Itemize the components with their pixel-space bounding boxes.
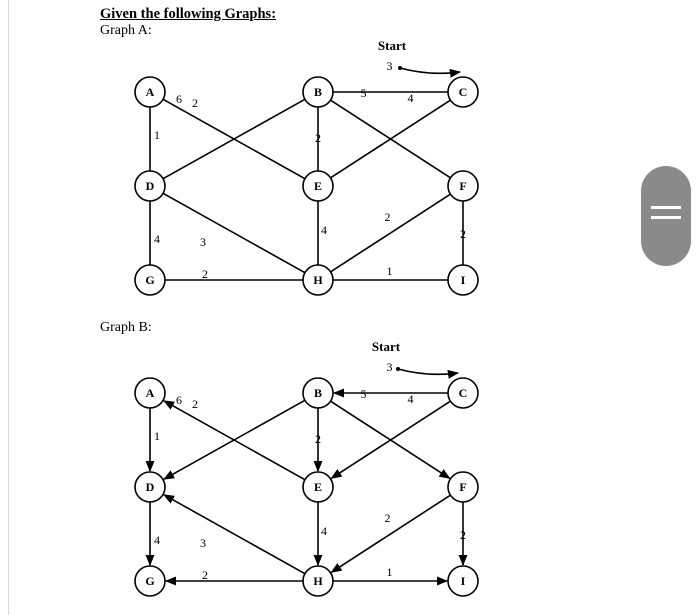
start-arrow-tail — [398, 66, 402, 70]
node-label-B: B — [314, 85, 322, 99]
edge-weight-C-E: 4 — [408, 91, 414, 105]
start-label: Start — [372, 339, 401, 354]
node-label-A: A — [146, 85, 155, 99]
node-label-A: A — [146, 386, 155, 400]
edge-weight-E-A: 2 — [192, 397, 198, 411]
edge-D-H — [162, 192, 306, 274]
node-label-H: H — [313, 574, 323, 588]
node-D — [134, 170, 166, 202]
graph-b-label: Graph B: — [100, 320, 152, 335]
node-I — [447, 565, 479, 597]
edge-weight-F-I: 2 — [460, 528, 466, 542]
side-panel-handle[interactable] — [641, 166, 691, 266]
node-F — [447, 471, 479, 503]
handle-grip-icon — [651, 206, 681, 209]
node-H — [302, 565, 334, 597]
edge-weight-H-G: 2 — [202, 568, 208, 582]
edge-weight-F-H: 2 — [385, 210, 391, 224]
edge-weight-F-I: 2 — [460, 227, 466, 241]
page-heading: Given the following Graphs: — [100, 6, 277, 22]
node-label-B: B — [314, 386, 322, 400]
node-label-D: D — [146, 480, 155, 494]
node-label-F: F — [459, 480, 466, 494]
edge-weight-E-H: 4 — [321, 524, 327, 538]
edge-weight-A-E: 2 — [192, 96, 198, 110]
edge-H-D — [162, 494, 306, 575]
edge-C-E — [330, 99, 451, 179]
edge-F-H — [330, 193, 451, 273]
node-H — [302, 264, 334, 296]
node-B — [302, 76, 334, 108]
edge-weight-D-G: 4 — [154, 533, 160, 547]
edge-F-H — [330, 494, 451, 573]
handle-grip-icon — [651, 216, 681, 219]
edge-weight-D-G: 4 — [154, 232, 160, 246]
start-arrow-tail — [396, 367, 400, 371]
node-G — [134, 264, 166, 296]
edge-weight-H-I: 1 — [387, 264, 393, 278]
node-F — [447, 170, 479, 202]
node-E — [302, 170, 334, 202]
graph-a-label: Graph A: — [100, 23, 152, 38]
edge-weight-A-D: 1 — [154, 128, 160, 142]
edge-weight-B-C: 3 — [387, 59, 393, 73]
node-label-G: G — [145, 273, 154, 287]
node-A — [134, 76, 166, 108]
edge-weight-B-E: 2 — [315, 131, 321, 145]
edge-weight-A-D: 1 — [154, 429, 160, 443]
edge-weight-B-E: 2 — [315, 432, 321, 446]
start-arrow — [399, 67, 462, 78]
edge-D-B — [162, 98, 306, 180]
edge-weight-E-H: 4 — [321, 223, 327, 237]
edge-weight-B-D: 6 — [176, 393, 182, 407]
edge-B-D — [162, 399, 306, 480]
edge-weight-G-H: 2 — [202, 267, 208, 281]
edge-weight-D-B: 6 — [176, 92, 182, 106]
edge-weight-D-H: 3 — [200, 235, 206, 249]
edge-weight-H-D: 3 — [200, 536, 206, 550]
node-A — [134, 377, 166, 409]
node-I — [447, 264, 479, 296]
edge-C-E — [330, 400, 451, 479]
node-label-E: E — [314, 179, 322, 193]
edge-weight-B-F: 5 — [361, 387, 367, 401]
node-label-H: H — [313, 273, 323, 287]
start-arrow — [397, 368, 460, 379]
node-label-D: D — [146, 179, 155, 193]
node-label-G: G — [145, 574, 154, 588]
edge-weight-B-F: 5 — [361, 86, 367, 100]
node-label-I: I — [461, 273, 466, 287]
node-label-I: I — [461, 574, 466, 588]
node-G — [134, 565, 166, 597]
node-C — [447, 377, 479, 409]
edge-weight-H-I: 1 — [387, 565, 393, 579]
start-label: Start — [378, 38, 407, 53]
node-label-C: C — [459, 386, 468, 400]
node-label-F: F — [459, 179, 466, 193]
node-B — [302, 377, 334, 409]
edge-weight-C-B: 3 — [387, 360, 393, 374]
node-D — [134, 471, 166, 503]
edge-weight-F-H: 2 — [385, 511, 391, 525]
node-E — [302, 471, 334, 503]
edge-weight-C-E: 4 — [408, 392, 414, 406]
node-label-E: E — [314, 480, 322, 494]
node-label-C: C — [459, 85, 468, 99]
node-C — [447, 76, 479, 108]
